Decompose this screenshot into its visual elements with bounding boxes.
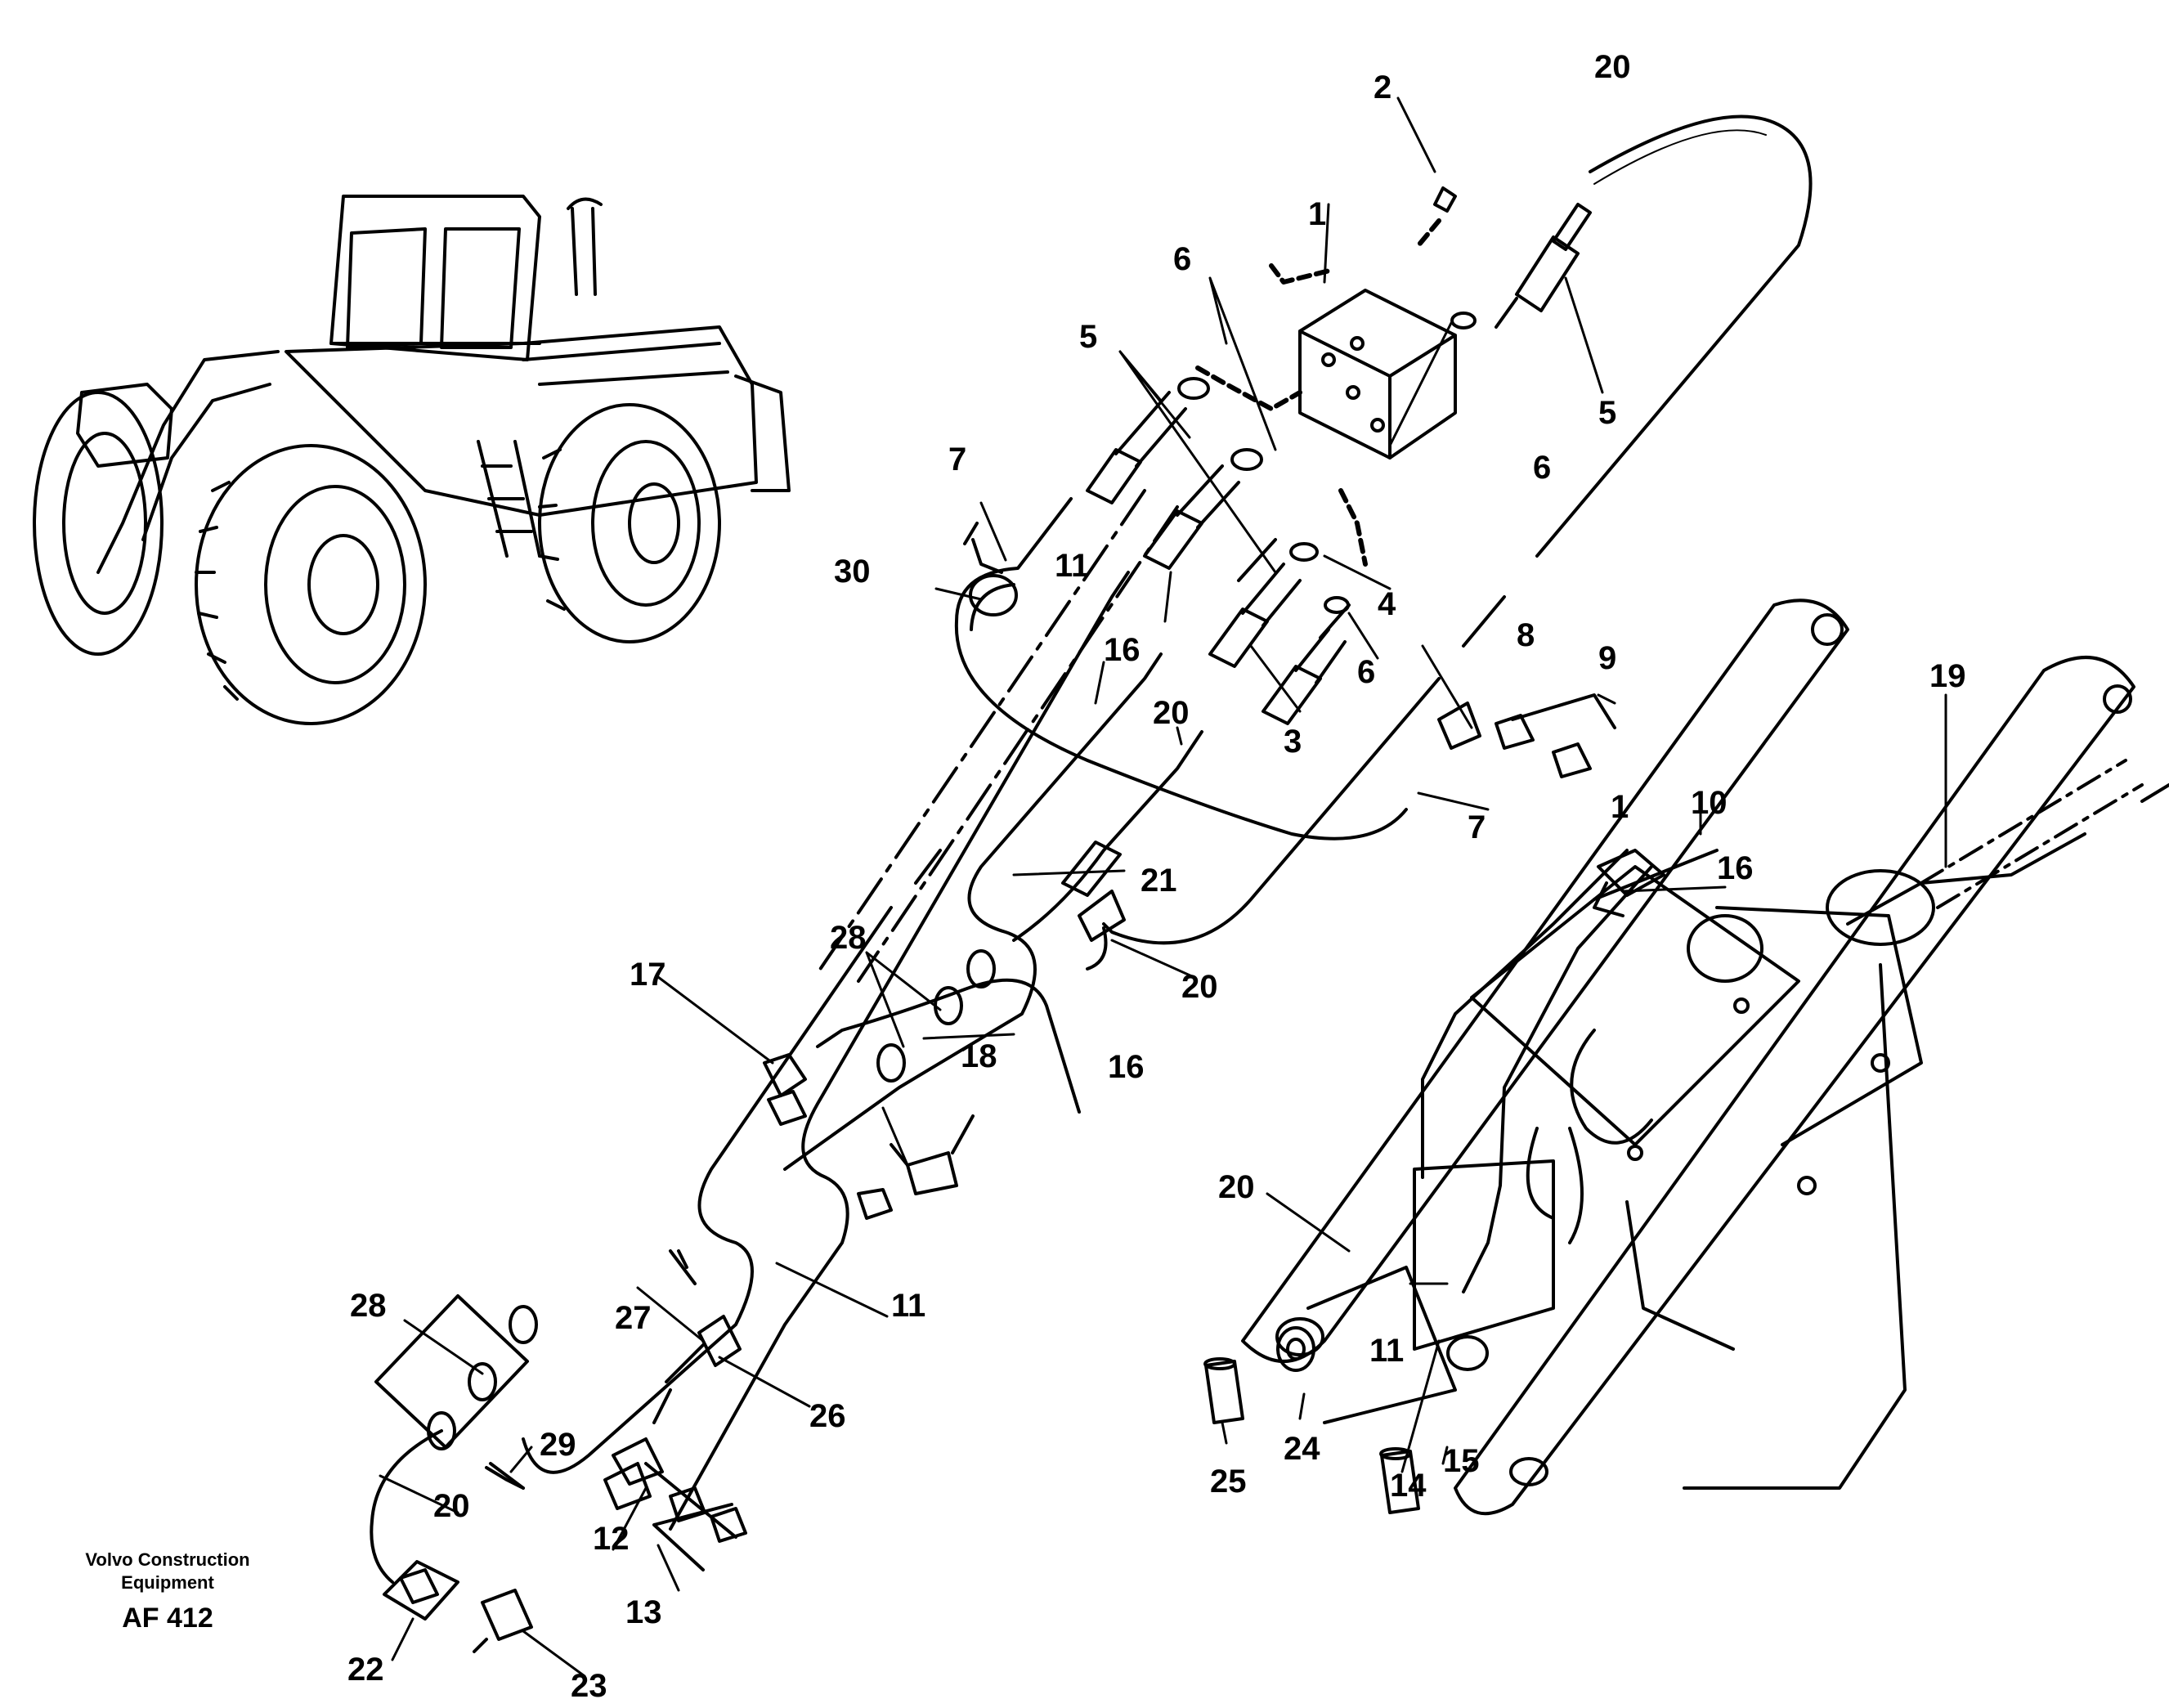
fittings-22-23 [383,1560,533,1653]
callout-16: 16 [1104,632,1141,668]
hose-16-upper [783,652,1163,1171]
callout-16: 16 [1717,850,1754,886]
callout-3: 3 [1284,724,1302,760]
callout-20: 20 [1153,695,1190,731]
callout-14: 14 [1390,1468,1427,1504]
manufacturer-line-2: Equipment [121,1572,214,1593]
callout-19: 19 [1929,658,1966,694]
callout-26: 26 [809,1398,846,1434]
callout-20: 20 [1594,49,1631,85]
connector-17 [763,1053,807,1126]
callout-5: 5 [1079,319,1097,355]
hose-20-middle [1012,730,1203,942]
callout-1: 1 [1611,789,1629,825]
callout-24: 24 [1284,1431,1320,1467]
callout-7: 7 [1468,809,1486,845]
screw-27 [669,1249,697,1285]
callout-10: 10 [1691,785,1728,821]
hose-7 [954,497,1408,841]
callout-23: 23 [571,1668,607,1704]
callout-1: 1 [1308,196,1326,232]
sensor-10 [1593,849,1665,917]
hose-routing-on-boom [1421,849,1653,1293]
callout-9: 9 [1598,640,1616,676]
callout-27: 27 [615,1300,652,1336]
manufacturer-line-1: Volvo Construction [85,1549,250,1570]
callout-20: 20 [1181,969,1218,1005]
fitting-set-upper [1086,377,1351,725]
callout-20: 20 [1218,1169,1255,1205]
fittings-8-9 [1437,693,1616,778]
figure-code: AF 412 [122,1603,213,1634]
boom-assembly [1241,598,2135,1516]
clamps-28-lower [374,1294,538,1450]
callout-7: 7 [948,442,966,477]
callout-6: 6 [1173,241,1191,277]
hose-20-upper [1102,114,1813,945]
callout-11: 11 [891,1288,925,1324]
callout-5: 5 [1598,395,1616,431]
callout-11: 11 [1369,1333,1404,1369]
clamp-26 [652,1315,742,1424]
lift-cylinder-19 [1920,759,2169,909]
callout-18: 18 [961,1038,997,1074]
callout-12: 12 [593,1521,630,1557]
hose-11-upper [669,571,1130,1531]
leader-lines [379,96,1947,1678]
callout-28: 28 [830,920,867,956]
tee-fitting-21 [1061,841,1126,971]
nuts-18 [857,1114,975,1220]
callout-15: 15 [1443,1443,1480,1479]
distribution-block [1298,289,1457,460]
callout-28: 28 [350,1288,387,1324]
callout-8: 8 [1517,617,1535,653]
callout-11: 11 [1055,548,1089,584]
callout-6: 6 [1357,654,1375,690]
bushings-15-25 [1203,1357,1420,1514]
callout-4: 4 [1378,586,1396,622]
callout-29: 29 [540,1427,576,1463]
fittings-12-13 [603,1437,747,1571]
callout-labels: 1 1 2 3 4 5 5 6 6 6 7 7 8 9 10 11 11 11 … [347,49,1966,1704]
hose-20-lower [370,1429,443,1584]
callout-17: 17 [630,957,666,993]
callout-22: 22 [347,1652,384,1688]
callout-6: 6 [1533,450,1551,486]
wheel-loader-illustration [33,195,791,725]
callout-25: 25 [1210,1464,1247,1500]
callout-30: 30 [834,554,871,590]
callout-2: 2 [1374,69,1391,105]
manufacturer-caption: Volvo Construction Equipment [65,1549,270,1594]
callout-20: 20 [433,1488,470,1524]
fitting-set-right [1433,186,1592,329]
callout-13: 13 [625,1594,662,1630]
callout-16: 16 [1108,1049,1145,1085]
pin-24 [1276,1326,1315,1372]
clamps-28-upper [876,949,996,1083]
screw-29 [489,1462,525,1490]
callout-21: 21 [1141,863,1177,899]
